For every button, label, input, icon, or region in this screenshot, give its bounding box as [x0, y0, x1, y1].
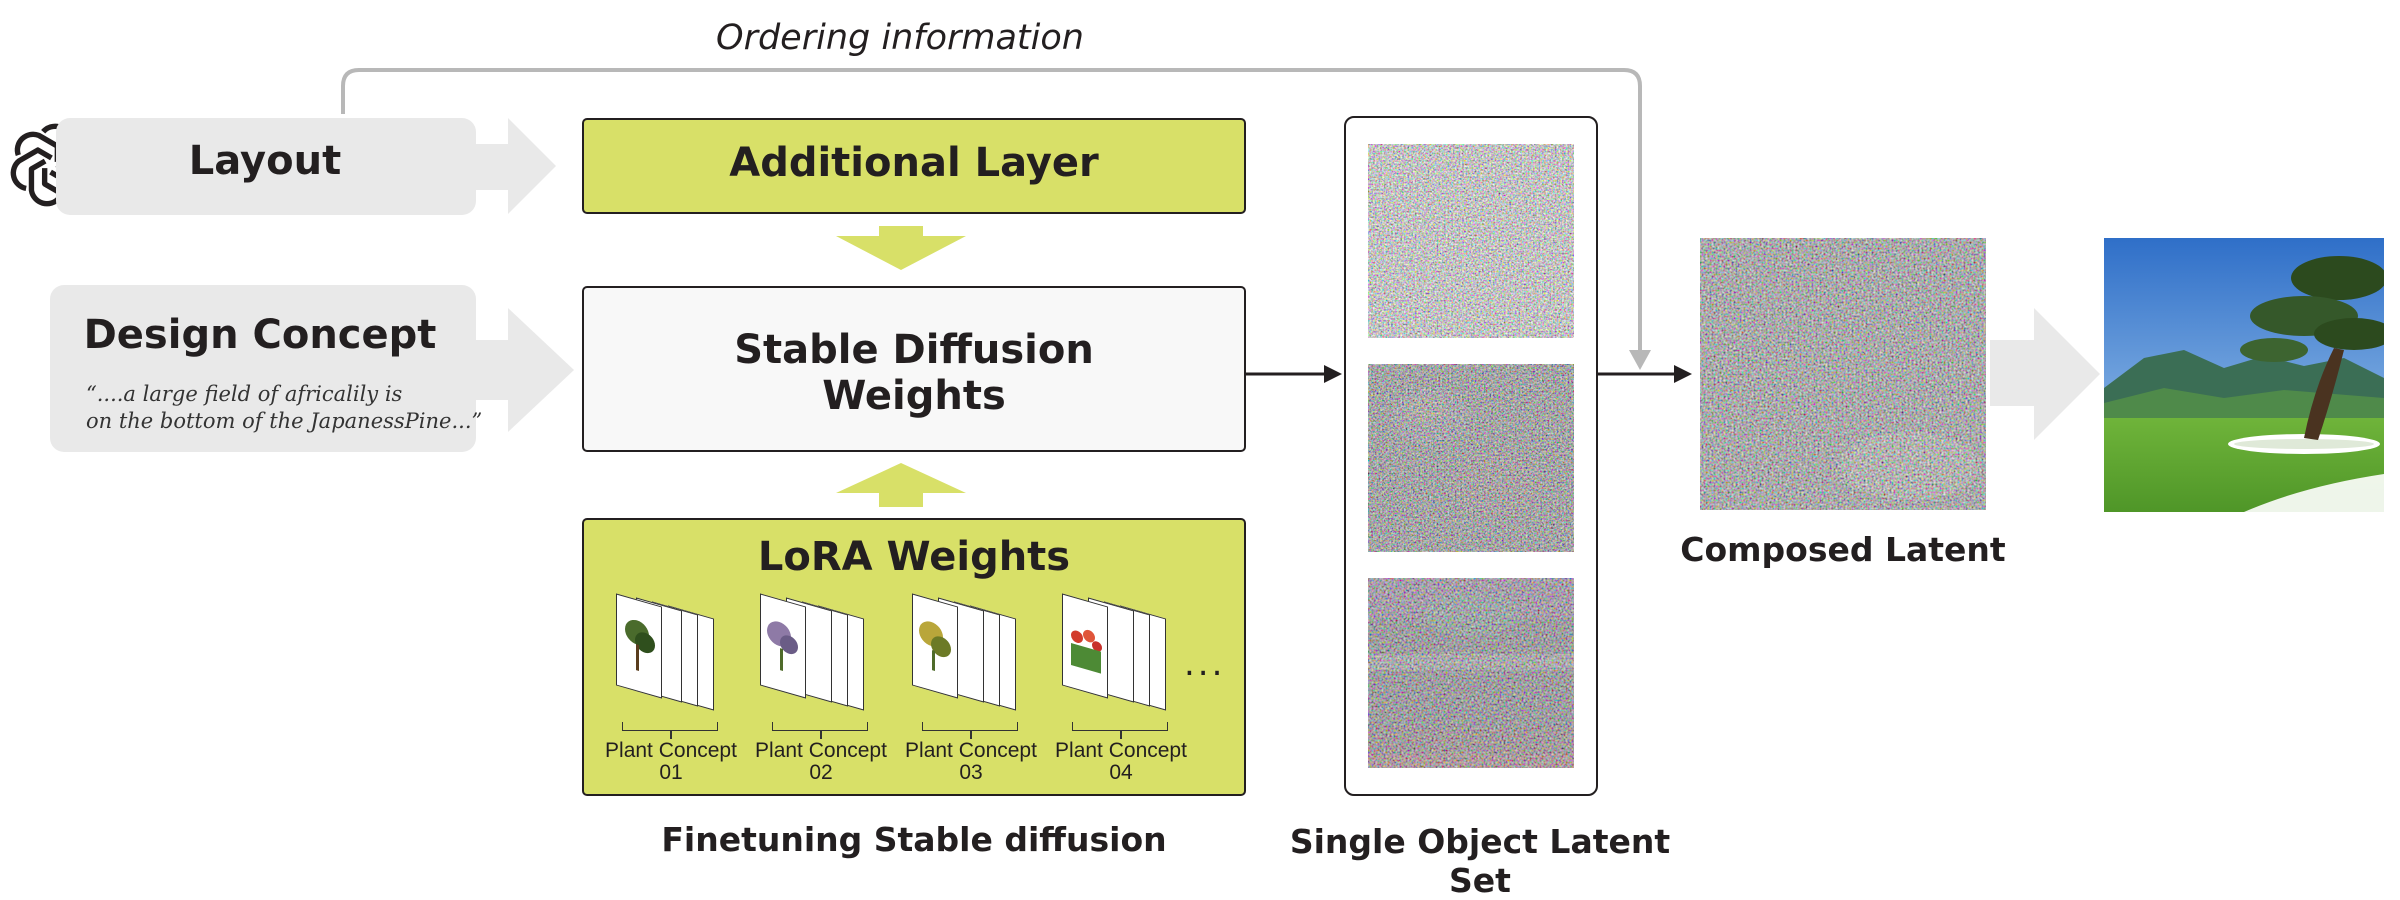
layout-arrow-shaft	[470, 144, 510, 190]
design-concept-arrow-shaft	[470, 340, 510, 400]
layout-label: Layout	[188, 138, 342, 184]
lora-ellipsis: ...	[1184, 644, 1226, 684]
bracket-02	[772, 722, 868, 731]
bracket-03	[922, 722, 1018, 731]
plant-concept-04-line2: 04	[1109, 761, 1133, 784]
stable-diffusion-line1: Stable Diffusion	[734, 327, 1094, 373]
latent-set-label: Single Object Latent Set	[1289, 822, 1671, 900]
design-concept-quote-line2: on the bottom of the JapanessPine...”	[86, 409, 483, 433]
latent-noise-2	[1368, 364, 1574, 552]
bracket-tick-02	[820, 731, 822, 739]
bracket-tick-01	[670, 731, 672, 739]
finetuning-label: Finetuning Stable diffusion	[661, 820, 1167, 859]
bracket-tick-03	[970, 731, 972, 739]
stable-diffusion-line2: Weights	[822, 373, 1006, 419]
design-concept-title: Design Concept	[83, 312, 437, 358]
plant-concept-02-line2: 02	[809, 761, 833, 784]
layout-arrow-head	[508, 118, 556, 214]
composed-latent-label: Composed Latent	[1680, 530, 2006, 569]
latent-noise-3	[1368, 578, 1574, 768]
output-landscape-image	[2104, 238, 2384, 512]
arrow-to-latent-set	[1246, 365, 1342, 383]
design-concept-arrow-head	[508, 308, 574, 432]
plant-concept-04-line1: Plant Concept	[1055, 739, 1187, 762]
output-arrow-shaft	[1990, 340, 2036, 406]
up-arrow	[836, 463, 966, 507]
additional-layer-label: Additional Layer	[729, 140, 1099, 186]
plant-concept-01-line1: Plant Concept	[605, 739, 737, 762]
design-concept-box	[50, 285, 476, 452]
lora-title: LoRA Weights	[757, 534, 1071, 580]
bracket-tick-04	[1120, 731, 1122, 739]
down-arrow	[836, 226, 966, 270]
layout-box	[56, 118, 476, 215]
design-concept-quote-line1: “....a large field of africalily is	[86, 382, 403, 406]
output-arrow-head	[2034, 308, 2100, 440]
composed-latent-image	[1700, 238, 1986, 510]
bracket-01	[622, 722, 718, 731]
bracket-04	[1072, 722, 1168, 731]
plant-concept-03-line1: Plant Concept	[905, 739, 1037, 762]
arrow-to-composed	[1598, 365, 1692, 383]
ordering-label: Ordering information	[716, 18, 1084, 58]
plant-concept-01-line2: 01	[659, 761, 683, 784]
plant-concept-03-line2: 03	[959, 761, 983, 784]
additional-layer-box	[582, 118, 1246, 214]
stable-diffusion-box	[582, 286, 1246, 452]
plant-concept-02-line1: Plant Concept	[755, 739, 887, 762]
latent-noise-1	[1368, 144, 1574, 338]
